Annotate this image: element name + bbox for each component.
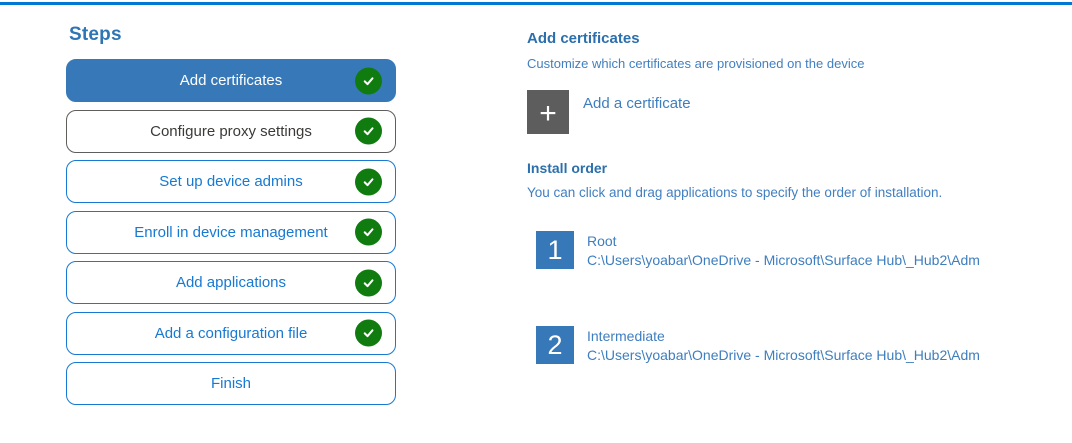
check-icon xyxy=(355,67,382,94)
install-order-item-intermediate[interactable]: 2 Intermediate C:\Users\yoabar\OneDrive … xyxy=(536,326,980,364)
certificate-name: Root xyxy=(587,233,617,249)
install-order-description: You can click and drag applications to s… xyxy=(527,185,943,200)
check-icon xyxy=(355,269,382,296)
check-icon xyxy=(355,319,382,347)
step-label: Add a configuration file xyxy=(154,324,308,342)
step-label: Add applications xyxy=(175,274,287,291)
page-title: Add certificates xyxy=(527,30,640,47)
order-item-info: Root C:\Users\yoabar\OneDrive - Microsof… xyxy=(587,231,980,269)
step-add-a-configuration-file[interactable]: Add a configuration file xyxy=(66,311,396,355)
step-configure-proxy-settings[interactable]: Configure proxy settings xyxy=(66,109,396,153)
check-icon xyxy=(355,218,382,246)
step-add-certificates[interactable]: Add certificates xyxy=(66,59,396,102)
plus-icon: + xyxy=(539,97,557,130)
step-label: Finish xyxy=(210,375,251,392)
step-label: Configure proxy settings xyxy=(150,122,312,140)
steps-panel: Steps Add certificates Configure proxy s… xyxy=(66,24,396,413)
order-number-badge: 2 xyxy=(536,326,574,364)
step-label: Add certificates xyxy=(179,72,283,89)
add-certificate-label: Add a certificate xyxy=(583,95,691,112)
add-certificate-button[interactable]: + Add a certificate xyxy=(527,90,747,134)
certificate-path: C:\Users\yoabar\OneDrive - Microsoft\Sur… xyxy=(587,347,980,363)
step-enroll-in-device-management[interactable]: Enroll in device management xyxy=(66,210,396,254)
check-icon xyxy=(355,117,382,145)
add-tile: + xyxy=(527,90,569,134)
page-subtitle: Customize which certificates are provisi… xyxy=(527,56,865,71)
top-accent-divider xyxy=(0,2,1072,5)
certificate-name: Intermediate xyxy=(587,328,665,344)
check-icon xyxy=(355,168,382,195)
step-label: Set up device admins xyxy=(159,173,303,190)
order-item-info: Intermediate C:\Users\yoabar\OneDrive - … xyxy=(587,326,980,364)
step-set-up-device-admins[interactable]: Set up device admins xyxy=(66,160,396,203)
install-order-item-root[interactable]: 1 Root C:\Users\yoabar\OneDrive - Micros… xyxy=(536,231,980,269)
install-order-heading: Install order xyxy=(527,160,608,176)
step-finish[interactable]: Finish xyxy=(66,362,396,405)
step-add-applications[interactable]: Add applications xyxy=(66,261,396,304)
step-label: Enroll in device management xyxy=(134,223,328,241)
content-panel: Add certificates Customize which certifi… xyxy=(527,30,1057,200)
steps-panel-title: Steps xyxy=(69,24,122,45)
order-number-badge: 1 xyxy=(536,231,574,269)
certificate-path: C:\Users\yoabar\OneDrive - Microsoft\Sur… xyxy=(587,252,980,268)
